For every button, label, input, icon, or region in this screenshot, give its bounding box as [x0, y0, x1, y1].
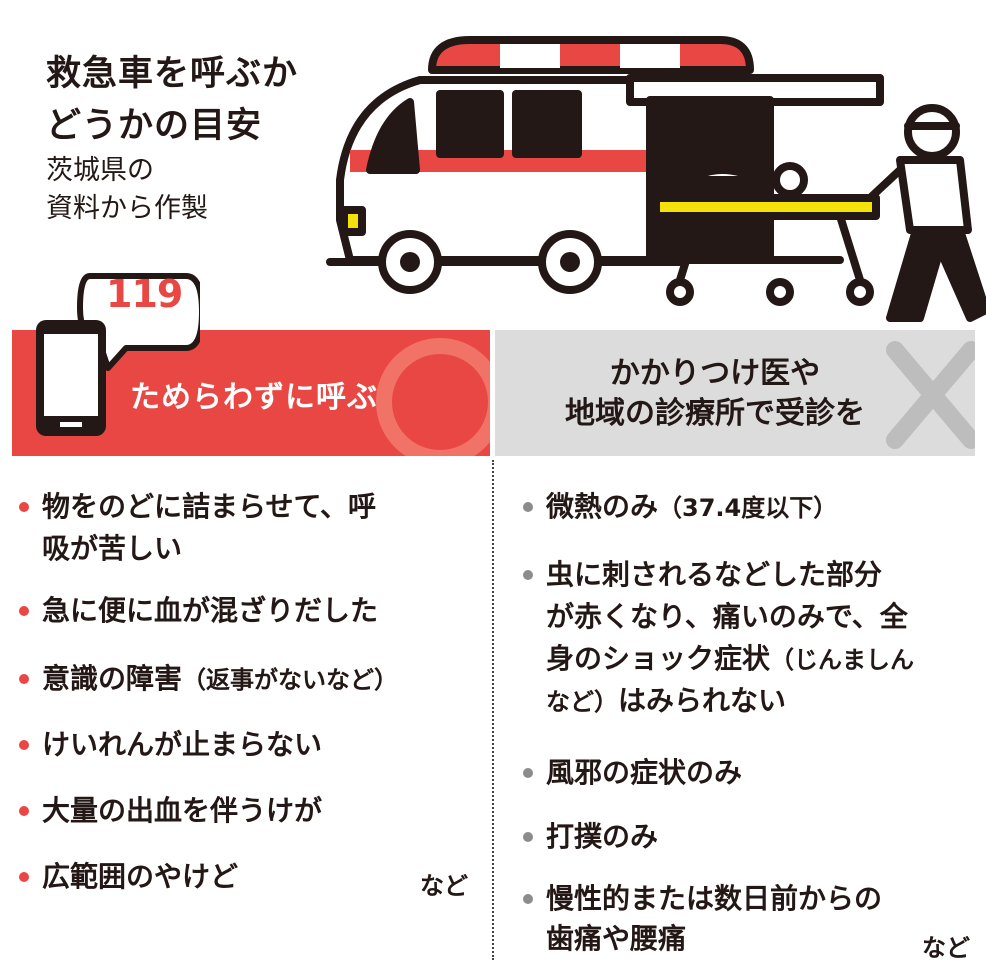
- call-item-2: 急に便に血が混ざりだした: [42, 594, 379, 627]
- bullet-icon: [19, 502, 29, 512]
- column-divider: [492, 460, 494, 960]
- call-item-1-line-2: 吸が苦しい: [42, 532, 183, 565]
- call-item-5: 大量の出血を伴うけが: [42, 794, 323, 827]
- bullet-icon: [19, 740, 29, 750]
- clinic-item-1: 微熱のみ（37.4度以下）: [546, 486, 837, 529]
- clinic-item-2-line-4-main: はみられない: [618, 684, 787, 717]
- clinic-item-1-paren: （37.4度以下）: [658, 494, 838, 522]
- clinic-etc: など: [922, 934, 970, 962]
- clinic-item-2-line-1: 虫に刺されるなどした部分: [546, 558, 883, 591]
- source-line-2: 資料から作製: [46, 193, 208, 224]
- call-item-6: 広範囲のやけど: [42, 860, 239, 893]
- bullet-icon: [19, 606, 29, 616]
- source-note: 茨城県の 資料から作製: [46, 152, 208, 228]
- page-title: 救急車を呼ぶか どうかの目安: [46, 48, 298, 152]
- clinic-item-4: 打撲のみ: [546, 820, 659, 853]
- bullet-icon: [523, 570, 533, 580]
- bullet-icon: [19, 806, 29, 816]
- ambulance-illustration: [326, 36, 986, 322]
- clinic-item-5-line-1: 慢性的または数日前からの: [546, 882, 883, 915]
- bullet-icon: [523, 502, 533, 512]
- call-etc: など: [420, 872, 468, 900]
- clinic-item-2-line-3: 身のショック症状（じんましん: [546, 638, 914, 681]
- clinic-item-2-line-4-paren: など）: [546, 688, 618, 716]
- phone-icon: [36, 273, 200, 436]
- source-line-1: 茨城県の: [46, 155, 154, 186]
- circle-mark-icon: [376, 338, 490, 456]
- clinic-item-1-main: 微熱のみ: [546, 490, 659, 523]
- bullet-icon: [19, 872, 29, 882]
- title-line-2: どうかの目安: [46, 106, 263, 146]
- call-item-1-line-1: 物をのどに詰まらせて、呼: [42, 490, 377, 523]
- clinic-item-5-line-2: 歯痛や腰痛: [546, 922, 687, 955]
- clinic-item-3: 風邪の症状のみ: [546, 756, 743, 789]
- clinic-item-2-line-2: が赤くなり、痛いのみで、全: [546, 600, 908, 633]
- bullet-icon: [523, 894, 533, 904]
- call-item-3-paren: （返事がないなど）: [182, 666, 399, 694]
- call-item-3-main: 意識の障害: [42, 662, 183, 695]
- clinic-item-2-line-4: など）はみられない: [546, 680, 786, 723]
- clinic-header-line-2: 地域の診療所で受診を: [565, 396, 865, 431]
- bullet-icon: [523, 768, 533, 778]
- call-header-label: ためらわずに呼ぶ: [130, 380, 378, 415]
- call-item-3: 意識の障害（返事がないなど）: [42, 658, 398, 701]
- clinic-item-2-line-3-paren: （じんましん: [770, 646, 915, 674]
- clinic-header: かかりつけ医や 地域の診療所で受診を: [495, 330, 975, 456]
- emergency-number: 119: [106, 272, 183, 316]
- call-item-4: けいれんが止まらない: [42, 728, 323, 761]
- bullet-icon: [523, 832, 533, 842]
- clinic-header-line-1: かかりつけ医や: [609, 356, 821, 391]
- title-line-1: 救急車を呼ぶか: [46, 54, 299, 94]
- clinic-item-2-line-3-main: 身のショック症状: [546, 642, 771, 675]
- bullet-icon: [19, 674, 29, 684]
- cross-mark-icon: [886, 341, 975, 449]
